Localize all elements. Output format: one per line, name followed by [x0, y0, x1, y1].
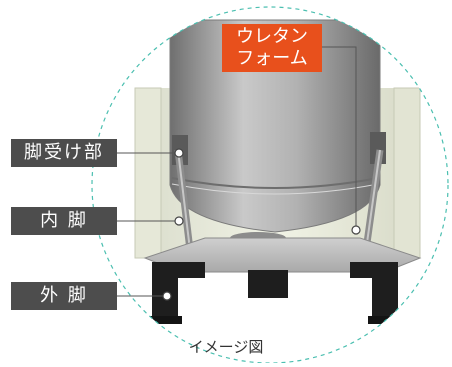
urethane-foam-callout: ウレタン フォーム: [222, 24, 322, 72]
outer-leg-center: [248, 270, 288, 298]
label-kyakuukebu: 脚受け部: [11, 139, 117, 167]
label-naikyaku: 内 脚: [11, 207, 117, 235]
outer-leg-left: [152, 262, 205, 322]
caption: イメージ図: [188, 338, 264, 356]
detail-circle: [91, 6, 449, 364]
label-gaikyaku: 外 脚: [11, 282, 117, 310]
pointer-kyakuukebu: [174, 148, 184, 158]
callout-line1: ウレタン: [236, 26, 308, 47]
outer-leg-right: [350, 262, 398, 322]
pointer-foam: [351, 225, 361, 235]
callout-line2: フォーム: [236, 48, 308, 69]
pointer-naikyaku: [174, 216, 184, 226]
leader-lines: [117, 46, 357, 297]
pointer-gaikyaku: [162, 291, 172, 301]
